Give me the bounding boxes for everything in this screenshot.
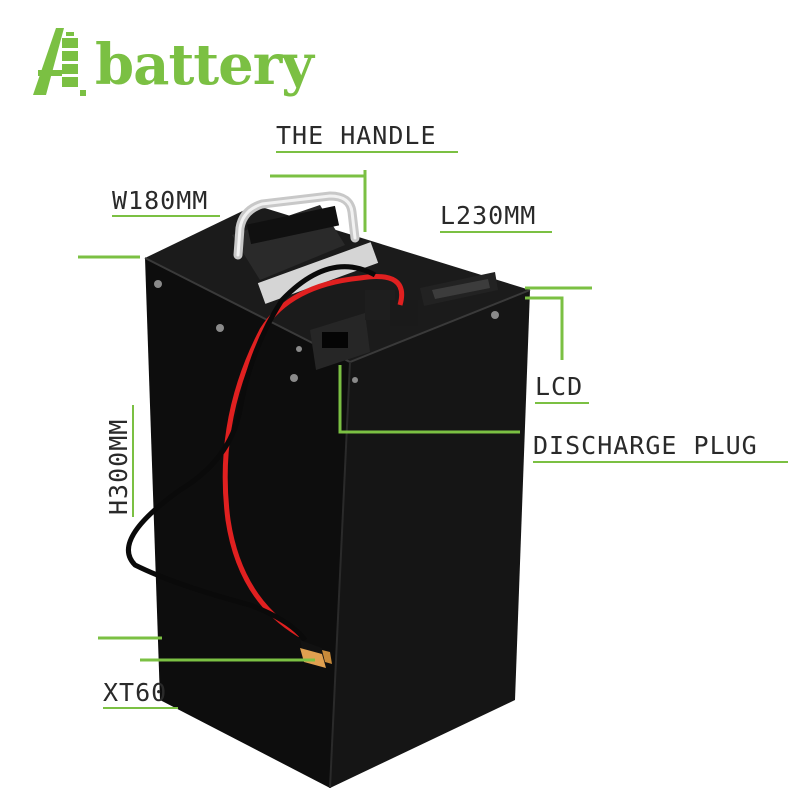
battery-left-face <box>145 258 350 788</box>
lcd-display-icon <box>420 272 498 306</box>
label-xt60-underline <box>103 707 178 709</box>
label-height-underline <box>132 405 134 517</box>
black-cable <box>125 264 377 642</box>
label-lcd-underline <box>535 402 589 404</box>
label-discharge-plug: DISCHARGE PLUG <box>533 431 758 460</box>
label-length-underline <box>440 231 552 233</box>
annotation-leader-lines <box>78 170 592 662</box>
discharge-plug-icon <box>310 290 418 370</box>
xt60-connector-icon <box>300 640 332 668</box>
battery-logo-icon <box>33 28 86 96</box>
red-cable <box>222 274 404 638</box>
label-lcd: LCD <box>535 372 584 401</box>
battery-right-face <box>330 290 530 788</box>
label-length: L230MM <box>440 201 537 230</box>
logo-wordmark: battery <box>95 32 314 98</box>
label-width-underline <box>112 215 220 217</box>
label-xt60: XT60 <box>103 678 168 707</box>
label-width: W180MM <box>112 186 209 215</box>
label-the-handle: THE HANDLE <box>276 121 437 150</box>
label-height: H300MM <box>104 418 133 515</box>
label-the-handle-underline <box>276 151 458 153</box>
label-discharge-plug-underline <box>533 461 788 463</box>
